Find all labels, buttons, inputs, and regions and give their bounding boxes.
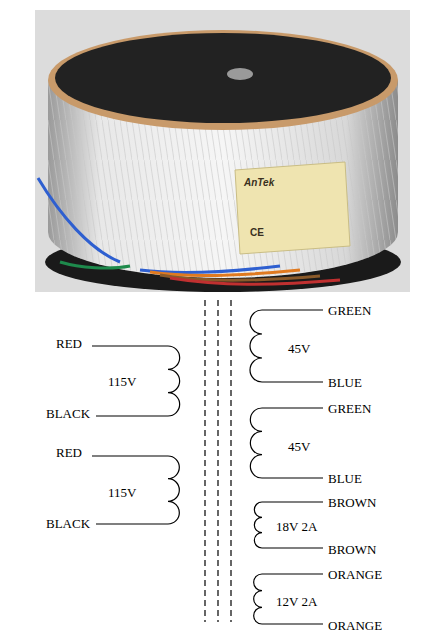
copper-rim	[48, 30, 398, 130]
sticker-text: AnTek	[244, 172, 274, 190]
photo	[35, 10, 410, 292]
wire-label: BLUE	[328, 471, 362, 486]
wire-label: 45V	[288, 437, 310, 455]
wire-label: RED	[56, 443, 82, 461]
wire-label: BLACK	[46, 406, 90, 421]
wire-label: BROWN	[328, 540, 376, 558]
lead-wires	[38, 178, 340, 284]
wire-label: 45V	[288, 339, 310, 357]
wire-label: 115V	[108, 374, 136, 389]
wire-label: RED	[56, 445, 82, 460]
wire-label: 12V 2A	[276, 594, 317, 609]
coil-winding	[250, 408, 323, 478]
wire-label: BLUE	[328, 375, 362, 390]
wire-label: ORANGE	[328, 616, 382, 634]
wire-label: BROWN	[328, 542, 376, 557]
wire-label: ORANGE	[328, 565, 382, 583]
wire-label: ORANGE	[328, 567, 382, 582]
winding-symbols	[92, 310, 323, 624]
core-lines	[205, 300, 231, 622]
wire-label: BLACK	[46, 516, 90, 531]
coil-winding	[250, 310, 323, 382]
wire-label: 115V	[108, 483, 136, 501]
photo-background	[35, 10, 410, 292]
wire-label: 115V	[108, 485, 136, 500]
wire-label: GREEN	[328, 399, 371, 417]
coil-winding	[254, 502, 323, 548]
wire-label: BLACK	[46, 514, 90, 532]
wire-label: BLACK	[46, 404, 90, 422]
wire-label: BROWN	[328, 493, 376, 511]
wire-label: BLUE	[328, 469, 362, 487]
wire-label: 45V	[288, 341, 310, 356]
wire-label: GREEN	[328, 301, 371, 319]
wire-label: 12V 2A	[276, 592, 317, 610]
coil-winding	[92, 346, 180, 416]
sticker-text: CE	[250, 227, 264, 238]
wire-label: GREEN	[328, 303, 371, 318]
top-cap	[55, 33, 391, 123]
wire-label: RED	[56, 334, 82, 352]
wire-label: 115V	[108, 372, 136, 390]
label-sticker	[235, 162, 350, 254]
sticker-text: CE	[250, 222, 264, 240]
wire-label: ORANGE	[328, 618, 382, 633]
coil-winding	[92, 456, 179, 524]
wire-label: 18V 2A	[276, 519, 317, 534]
sticker-text: AnTek	[244, 177, 274, 188]
wire-label: 45V	[288, 439, 310, 454]
wire-label: RED	[56, 336, 82, 351]
center-hole	[227, 68, 253, 80]
wire-label: BROWN	[328, 495, 376, 510]
wire-label: BLUE	[328, 373, 362, 391]
schematic	[92, 300, 323, 624]
coil-winding	[254, 574, 323, 624]
wire-label: 18V 2A	[276, 517, 317, 535]
wire-label: GREEN	[328, 401, 371, 416]
